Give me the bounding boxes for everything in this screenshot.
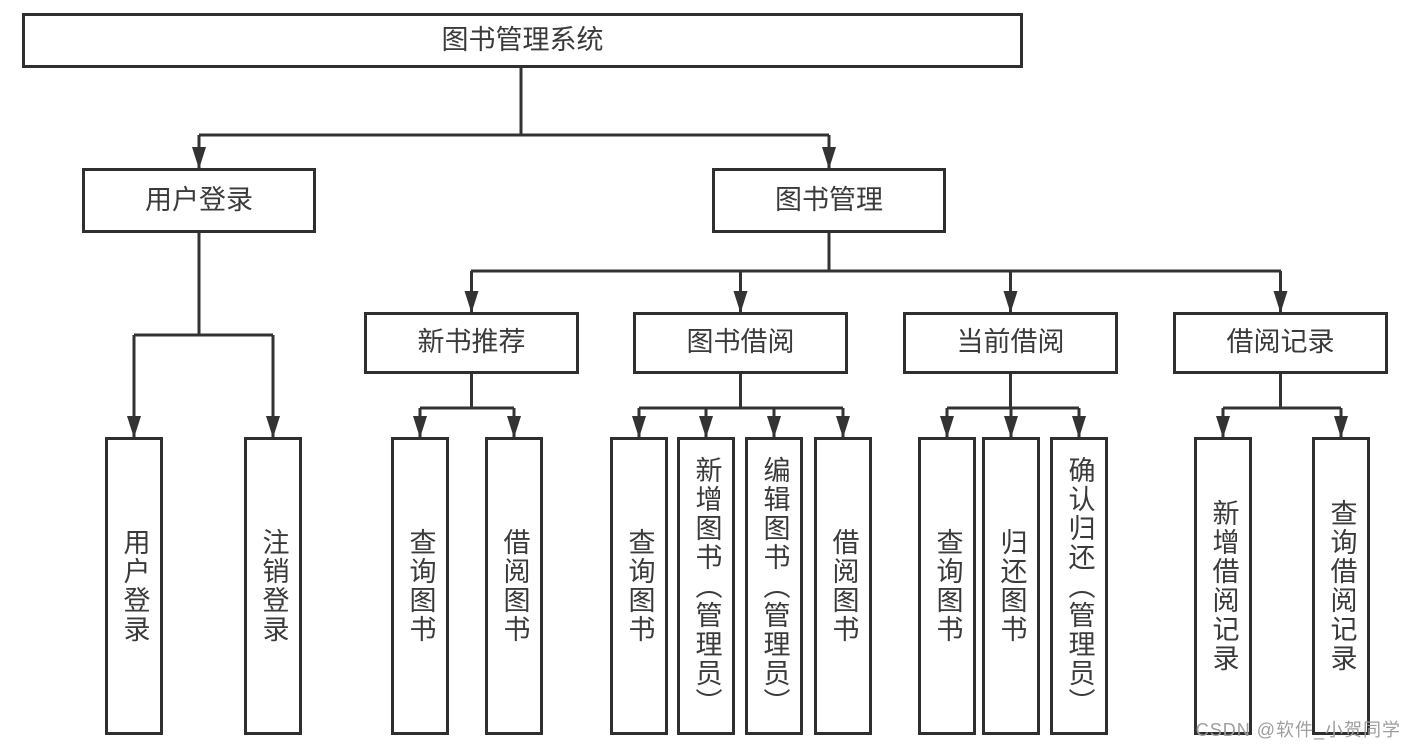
node-book-management: 图书管理 [712,168,946,233]
csdn-watermark: CSDN @软件_小贺同学 [1195,720,1401,740]
leaf-query-books-recommend: 查询图书 [391,437,449,735]
leaf-confirm-return-admin: 确认归还（管理员） [1050,437,1108,735]
node-root: 图书管理系统 [22,13,1023,68]
leaf-add-borrow-record: 新增借阅记录 [1194,437,1252,735]
node-user-login: 用户登录 [82,168,316,233]
leaf-query-books-current: 查询图书 [918,437,976,735]
node-new-book-recommend: 新书推荐 [364,312,579,374]
leaf-logout: 注销登录 [244,437,302,735]
leaf-borrow-books-recommend: 借阅图书 [485,437,543,735]
leaf-return-book: 归还图书 [982,437,1040,735]
node-book-borrowing: 图书借阅 [633,312,848,374]
leaf-query-books-borrow: 查询图书 [610,437,668,735]
leaf-add-book-admin: 新增图书（管理员） [677,437,735,735]
leaf-query-borrow-record: 查询借阅记录 [1312,437,1370,735]
leaf-user-login: 用户登录 [105,437,163,735]
node-borrowing-records: 借阅记录 [1173,312,1388,374]
leaf-borrow-books: 借阅图书 [814,437,872,735]
node-current-borrowing: 当前借阅 [903,312,1118,374]
leaf-edit-book-admin: 编辑图书（管理员） [745,437,803,735]
